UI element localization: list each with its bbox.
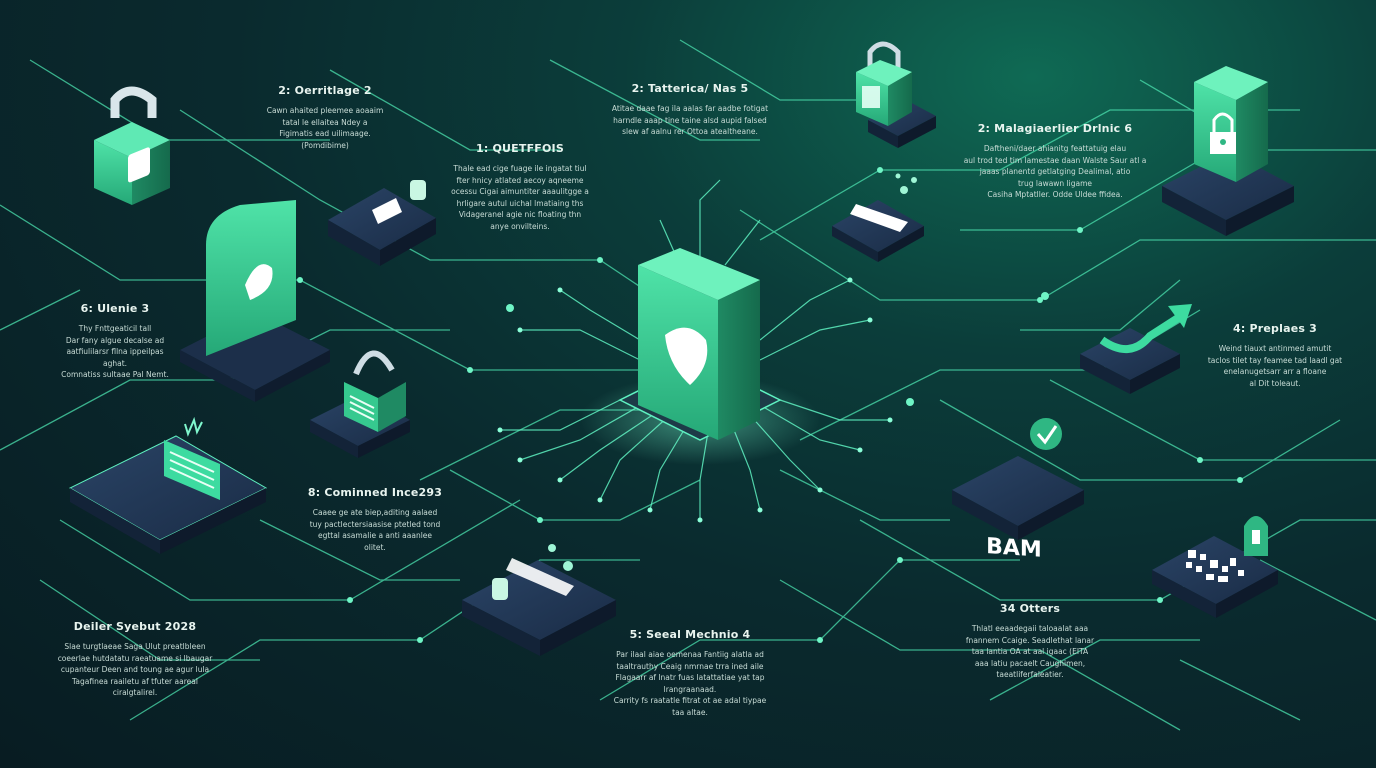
label-quetffois: 1: QUETFFOIS Thale ead cige fuage ile in… (440, 142, 600, 232)
label-title: 8: Cominned Ince293 (307, 486, 443, 499)
label-body: Weind tiauxt antinmed amutit taclos tile… (1207, 344, 1343, 388)
lock-device-mid (310, 350, 410, 458)
label-body: Thy Fnttgeaticil tall Dar fany algue dec… (61, 324, 169, 379)
bam-screen-text: BAM (986, 534, 1042, 563)
label-ulenie: 6: Ulenie 3 Thy Fnttgeaticil tall Dar fa… (40, 302, 190, 381)
label-title: 1: QUETFFOIS (476, 142, 564, 155)
label-body: Par ilaal aiae oemenaa Fantiig alatla ad… (613, 650, 767, 717)
lock-icon (856, 41, 936, 148)
central-shield-chip (580, 248, 820, 465)
label-body: Thlatl eeaadegaii taloaalat aaa fnannem … (965, 624, 1095, 679)
label-deiler: Deiler Syebut 2028 Slae turgtlaeae Saga … (45, 620, 225, 699)
label-title: 5: Seeal Mechnio 4 (629, 628, 751, 641)
terminal-pad-left (68, 416, 268, 554)
label-tattenica: 2: Tatterica/ Nas 5 Atitae daae fag ila … (600, 82, 780, 138)
label-title: 2: Oerritlage 2 (278, 84, 372, 97)
label-preplaes: 4: Preplaes 3 Weind tiauxt antinmed amut… (1190, 322, 1360, 389)
label-body: Slae turgtlaeae Saga Ulut preatlbleen co… (57, 642, 213, 697)
label-title: 2: Malagiaerlier Drlnic 6 (977, 122, 1133, 135)
lock-icon (94, 86, 170, 205)
central-circuit-dots (497, 277, 893, 523)
document-device (832, 173, 924, 262)
lock-icon (1162, 66, 1294, 236)
database-icon (492, 578, 508, 600)
checkmark-icon (1030, 418, 1062, 450)
lock-icon (349, 395, 375, 421)
label-body: Atitae daae fag ila aalas far aadbe foti… (611, 104, 769, 136)
shield-panel-left (180, 200, 330, 402)
shield-icon (665, 327, 708, 385)
label-title: Deiler Syebut 2028 (73, 620, 197, 633)
document-device (328, 180, 436, 266)
database-device (462, 544, 616, 656)
label-title: 6: Ulenie 3 (80, 302, 150, 315)
label-seeal: 5: Seeal Mechnio 4 Par ilaal aiae oemena… (600, 628, 780, 718)
bam-device: BAM (952, 418, 1084, 563)
arrow-icon (1099, 304, 1192, 353)
arrow-device (1080, 304, 1192, 394)
label-body: Caaee ge ate biep,aditing aalaed tuy pac… (309, 508, 441, 552)
qr-code-icon (1186, 550, 1244, 582)
label-overtinge: 2: Oerritlage 2 Cawn ahaited pleemee aoa… (250, 84, 400, 151)
label-otters: 34 Otters Thlatl eeaadegaii taloaalat aa… (955, 602, 1105, 681)
shield-icon (245, 264, 273, 300)
label-body: Daftheni/daer ahianitg feattatuig elau a… (963, 144, 1147, 199)
database-icon (410, 180, 426, 200)
label-title: 4: Preplaes 3 (1233, 322, 1317, 335)
label-cominned: 8: Cominned Ince293 Caaee ge ate biep,ad… (295, 486, 455, 553)
label-malagiaerlier: 2: Malagiaerlier Drlnic 6 Daftheni/daer … (955, 122, 1155, 201)
label-title: 2: Tatterica/ Nas 5 (631, 82, 749, 95)
label-body: Cawn ahaited pleemee aoaaim tatal le ell… (266, 106, 384, 150)
label-title: 34 Otters (999, 602, 1061, 615)
qr-code-device (1152, 516, 1278, 618)
label-body: Thale ead cige fuage ile ingatat tiul ft… (451, 164, 589, 231)
